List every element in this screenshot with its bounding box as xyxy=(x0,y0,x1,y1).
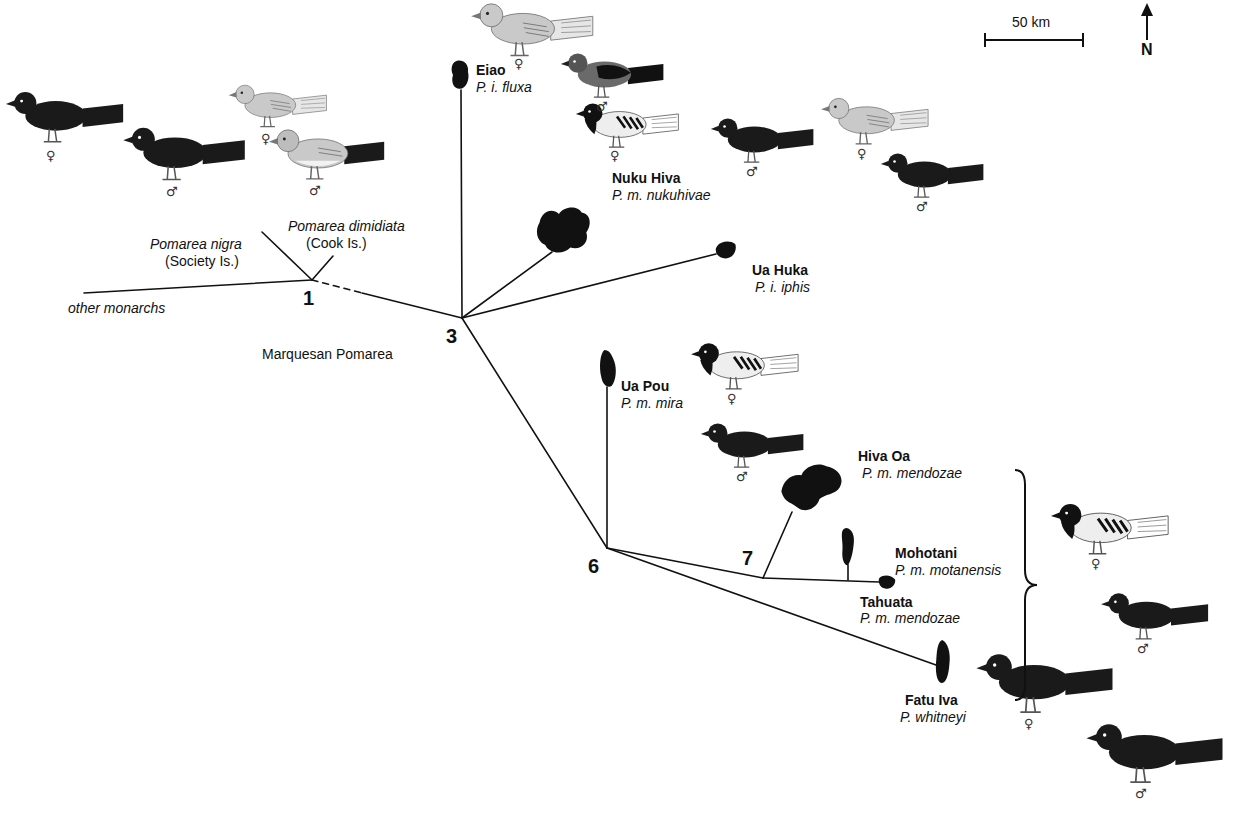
sex-symbol: ♀ xyxy=(610,148,620,164)
sex-symbol: ♂ xyxy=(916,199,928,215)
island-outline xyxy=(450,60,470,90)
subspecies-name: P. i. iphis xyxy=(755,279,810,295)
island-shape: Ua PouP. m. mira xyxy=(599,350,617,388)
subspecies-name: P. whitneyi xyxy=(900,709,966,725)
island-shape: Fatu IvaP. whitneyi xyxy=(935,640,951,684)
island-name: Ua Pou xyxy=(621,378,669,394)
clade-number: 1 xyxy=(303,288,314,308)
sex-symbol: ♀ xyxy=(46,148,56,164)
island-shape: TahuataP. m. mendozae xyxy=(840,528,856,566)
island-name: Mohotani xyxy=(895,545,957,561)
island-outline xyxy=(840,528,856,566)
island-outline xyxy=(879,576,896,589)
scale-label: 50 km xyxy=(1012,14,1050,30)
taxon-label: Pomarea dimidiata xyxy=(288,218,405,234)
subspecies-name: P. i. fluxa xyxy=(476,79,532,95)
island-shape: Nuku HivaP. m. nukuhivae xyxy=(535,205,592,255)
sex-symbol: ♀ xyxy=(857,146,867,162)
group-label: Marquesan Pomarea xyxy=(262,346,393,362)
sex-symbol: ♀ xyxy=(1024,716,1034,732)
island-outline xyxy=(537,207,590,252)
sex-symbol: ♂ xyxy=(736,469,748,485)
island-outline xyxy=(778,462,845,515)
subspecies-name: P. m. mendozae xyxy=(862,465,962,481)
sex-symbol: ♀ xyxy=(1091,556,1101,572)
island-name: Eiao xyxy=(476,62,506,78)
sex-symbol: ♂ xyxy=(1137,641,1149,657)
island-name: Nuku Hiva xyxy=(612,170,680,186)
sex-symbol: ♀ xyxy=(261,131,271,147)
subspecies-name: P. m. nukuhivae xyxy=(612,187,711,203)
island-outline xyxy=(715,240,737,260)
sex-symbol: ♂ xyxy=(596,99,608,115)
sex-symbol: ♀ xyxy=(514,56,524,72)
clade-number: 6 xyxy=(588,556,599,576)
island-outline xyxy=(599,350,617,388)
island-name: Tahuata xyxy=(860,594,913,610)
compass-label: N xyxy=(1141,42,1153,58)
island-name: Fatu Iva xyxy=(905,692,958,708)
island-outline xyxy=(535,205,592,255)
island-name: Hiva Oa xyxy=(858,448,910,464)
island-outline xyxy=(842,528,854,565)
clade-number: 3 xyxy=(446,326,457,346)
island-outline xyxy=(716,242,736,259)
taxon-label: Pomarea nigra xyxy=(150,236,242,252)
sex-symbol: ♂ xyxy=(1135,786,1147,802)
subspecies-name: P. m. motanensis xyxy=(895,562,1001,578)
island-shape: Ua HukaP. i. iphis xyxy=(715,240,737,260)
region-label: (Cook Is.) xyxy=(306,235,367,251)
sex-symbol: ♂ xyxy=(309,183,321,199)
subspecies-name: P. m. mendozae xyxy=(860,610,960,626)
island-outline xyxy=(935,640,951,684)
island-outline xyxy=(600,350,616,387)
island-shape: MohotaniP. m. motanensis xyxy=(878,574,896,590)
island-outline xyxy=(781,465,841,511)
clade-number: 7 xyxy=(742,548,753,568)
sex-symbol: ♂ xyxy=(166,184,178,200)
island-shape: EiaoP. i. fluxa xyxy=(450,60,470,90)
island-outline xyxy=(452,61,469,89)
subspecies-name: P. m. mira xyxy=(621,395,683,411)
island-outline xyxy=(936,640,950,683)
island-outline xyxy=(878,574,896,590)
sex-symbol: ♂ xyxy=(746,164,758,180)
island-shape: Hiva OaP. m. mendozae xyxy=(778,462,845,515)
region-label: (Society Is.) xyxy=(165,253,239,269)
taxon-label: other monarchs xyxy=(68,300,165,316)
island-name: Ua Huka xyxy=(752,262,808,278)
sex-symbol: ♀ xyxy=(727,391,737,407)
